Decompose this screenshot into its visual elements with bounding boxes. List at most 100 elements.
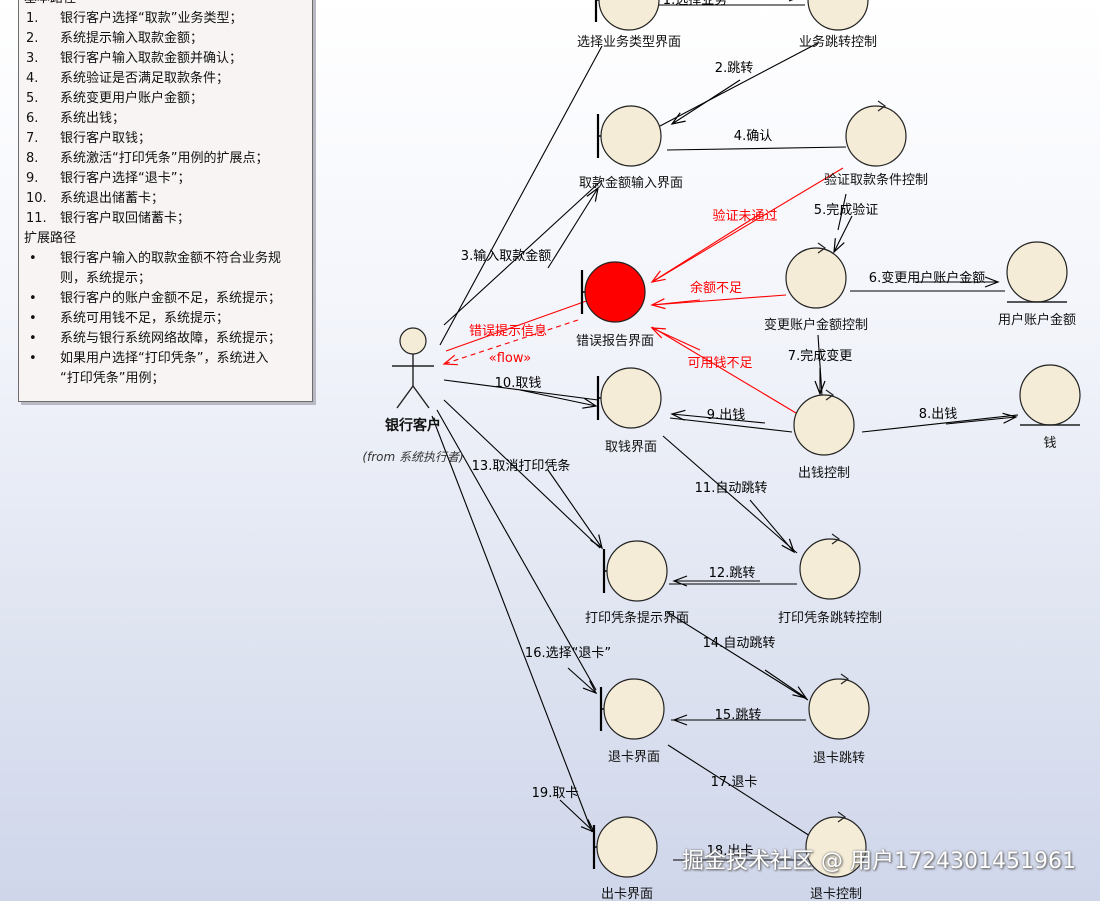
object-circle — [1019, 364, 1081, 426]
print-ctrl-control[interactable]: 打印凭条跳转控制 — [778, 533, 882, 626]
object-circle — [799, 538, 861, 600]
note-step: 7.银行客户取钱； — [26, 129, 151, 148]
message-label-m7: 7.完成变更 — [788, 348, 852, 364]
message-label-m13: 13.取消打印凭条 — [472, 458, 571, 474]
step-text: 系统提示输入取款金额； — [60, 31, 204, 46]
money-entity[interactable]: 钱 — [1019, 364, 1081, 451]
object-circle — [808, 678, 870, 740]
step-number: 1. — [26, 11, 39, 26]
link-line — [443, 179, 603, 326]
control-arrow-icon — [825, 389, 835, 401]
object-circle — [805, 816, 867, 878]
step-number: 10. — [26, 191, 47, 206]
object-circle — [596, 816, 658, 878]
ext-header-text: 扩展路径 — [24, 231, 77, 246]
object-circle — [598, 0, 660, 31]
cash-ui-boundary[interactable]: 取钱界面 — [596, 367, 662, 455]
link-line — [669, 417, 793, 433]
biz-ctrl-control[interactable]: 业务跳转控制 — [799, 0, 877, 50]
step-number: 6. — [26, 111, 39, 126]
object-label: 用户账户金额 — [998, 312, 1076, 328]
object-circle — [606, 540, 668, 602]
select-ui-boundary[interactable]: 选择业务类型界面 — [577, 0, 681, 50]
ext-item-text: 如果用户选择“打印凭条”，系统进入 — [60, 351, 269, 366]
link-line — [443, 399, 601, 549]
dispense-ctrl-control[interactable]: 出钱控制 — [793, 389, 855, 481]
object-circle — [600, 367, 662, 429]
message-label-m6: 6.变更用户账户金额 — [869, 270, 985, 286]
message-arrow-m8 — [945, 412, 1018, 425]
error-link-line — [651, 294, 787, 306]
eject-ui-boundary[interactable]: 退卡界面 — [599, 678, 665, 765]
actor-head-icon — [399, 327, 427, 355]
watermark-text: 掘金技术社区 @ 用户1724301451961 — [682, 849, 1076, 874]
bullet-icon: • — [29, 291, 37, 306]
object-circle — [793, 394, 855, 456]
message-label-e4s: «flow» — [489, 351, 531, 366]
message-arrow-m14 — [764, 669, 808, 699]
control-arrow-icon — [837, 811, 847, 823]
message-label-m11: 11.自动跳转 — [695, 481, 768, 496]
object-label: 退卡跳转 — [813, 751, 865, 766]
object-label: 钱 — [1043, 436, 1056, 451]
note-ext-item: “打印凭条”用例； — [26, 369, 164, 388]
step-text: 银行客户选择“退卡”； — [60, 171, 191, 186]
error-link-line — [651, 167, 844, 283]
object-label: 业务跳转控制 — [799, 34, 877, 50]
balance-ctrl-control[interactable]: 变更账户金额控制 — [764, 242, 868, 333]
message-arrow-m16 — [567, 667, 598, 695]
note-step: 4.系统验证是否满足取款条件； — [26, 69, 229, 88]
message-arrow-m13 — [547, 469, 603, 550]
actor-name: 银行客户 — [385, 417, 441, 434]
step-text: 系统变更用户账户金额； — [60, 91, 204, 106]
note-ext-item: 则，系统提示； — [26, 269, 151, 288]
note-step: 9.银行客户选择“退卡”； — [26, 169, 190, 188]
bullet-icon: • — [29, 251, 37, 266]
step-number: 7. — [26, 131, 39, 146]
error-arrow-e4 — [442, 319, 579, 366]
ext-item-text: “打印凭条”用例； — [60, 371, 165, 386]
object-label: 错误报告界面 — [576, 334, 654, 349]
step-text: 系统激活“打印凭条”用例的扩展点； — [60, 151, 269, 166]
link-line — [662, 435, 798, 554]
actor-leg-icon — [412, 385, 430, 409]
card-ui-boundary[interactable]: 出卡界面 — [592, 816, 658, 901]
object-label: 打印凭条提示界面 — [585, 610, 689, 626]
error-link-line — [445, 293, 607, 352]
amount-ui-boundary[interactable]: 取款金额输入界面 — [579, 105, 683, 191]
object-label: 变更账户金额控制 — [764, 317, 868, 333]
note-step: 2.系统提示输入取款金额； — [26, 29, 203, 48]
message-label-m2: 2.跳转 — [715, 61, 753, 76]
message-label-e2: 余额不足 — [690, 280, 742, 296]
message-label-m3: 3.输入取款金额 — [461, 248, 551, 264]
object-label: 选择业务类型界面 — [577, 34, 681, 50]
message-arrow-m9 — [670, 409, 766, 424]
step-text: 系统退出储蓄卡； — [60, 191, 165, 206]
note-ext-item: •系统与银行系统网络故障，系统提示； — [26, 329, 281, 348]
error-arrow-e3 — [650, 327, 701, 351]
bank-customer-actor[interactable]: 银行客户(from 系统执行者) — [362, 327, 464, 464]
step-number: 8. — [26, 151, 39, 166]
note-step: 3.银行客户输入取款金额并确认； — [26, 49, 242, 68]
note-ext-item: •系统可用钱不足，系统提示； — [26, 309, 229, 328]
message-label-m17: 17.退卡 — [711, 775, 758, 790]
link-line — [431, 415, 593, 833]
object-label: 验证取款条件控制 — [824, 172, 928, 188]
note-ext-item: •如果用户选择“打印凭条”，系统进入 — [26, 349, 268, 368]
link-line — [659, 42, 819, 127]
step-text: 银行客户选择“取款”业务类型； — [60, 11, 243, 26]
print-ui-boundary[interactable]: 打印凭条提示界面 — [585, 540, 689, 626]
object-label: 取款金额输入界面 — [579, 175, 683, 191]
message-arrow-m10 — [519, 389, 598, 409]
account-entity[interactable]: 用户账户金额 — [998, 241, 1076, 328]
eject-ctrl-control[interactable]: 退卡控制 — [805, 811, 867, 901]
control-arrow-icon — [831, 533, 841, 545]
control-arrow-icon — [840, 673, 850, 685]
verify-ctrl-control[interactable]: 验证取款条件控制 — [824, 100, 928, 188]
ext-item-text: 则，系统提示； — [60, 271, 152, 286]
eject-jump-control[interactable]: 退卡跳转 — [808, 673, 870, 766]
message-label-m16: 16.选择“退卡” — [525, 646, 611, 661]
note-ext-item: •银行客户输入的取款金额不符合业务规 — [26, 249, 281, 268]
error-ui-boundary[interactable]: 错误报告界面 — [576, 261, 654, 349]
message-label-m10: 10.取钱 — [495, 376, 542, 391]
